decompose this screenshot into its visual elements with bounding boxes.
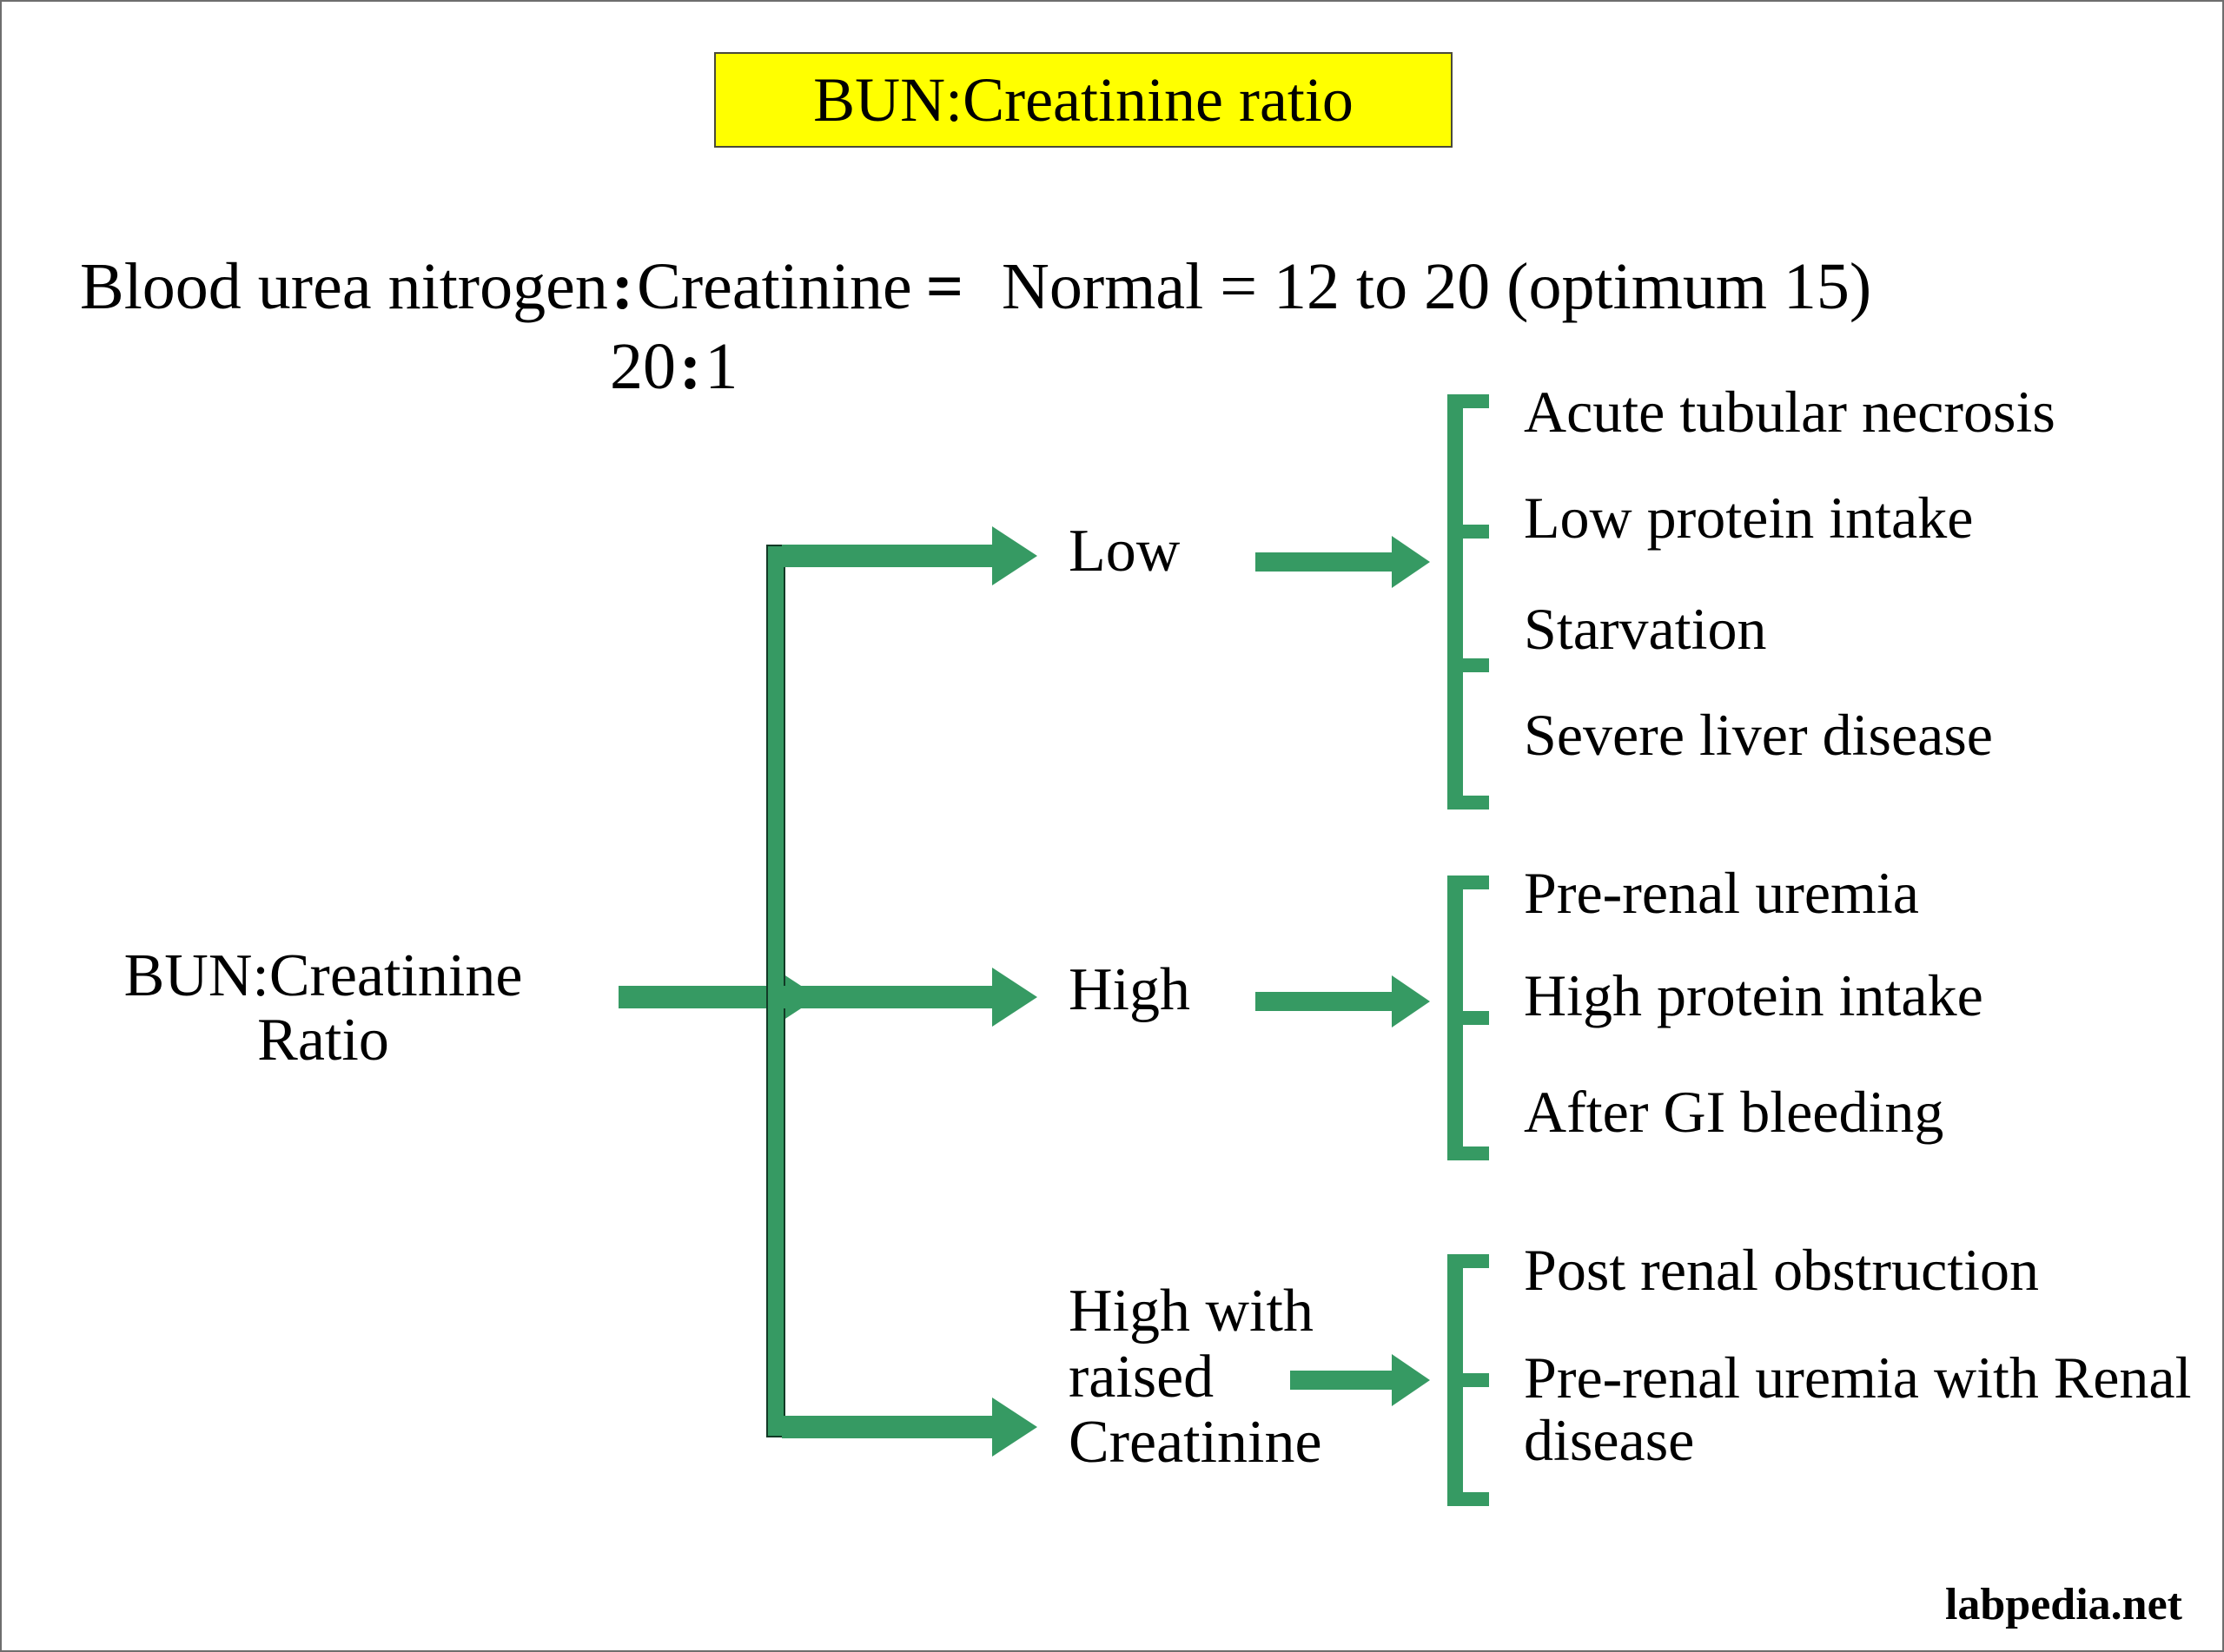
branch-highcreat-shaft — [782, 1416, 1015, 1438]
branch-highcreat-to-bracket-shaft — [1290, 1371, 1412, 1390]
bracket-highcreat-tick-2 — [1447, 1373, 1489, 1387]
bracket-highcreat-tick-3 — [1447, 1492, 1489, 1506]
branch-label-low: Low — [1069, 519, 1180, 585]
formula-denominator: Creatinine — [637, 250, 912, 323]
bracket-low-spine — [1447, 394, 1463, 809]
branch-low-line1: Low — [1069, 518, 1181, 585]
ratio-left-value: 20 — [610, 330, 676, 403]
branch-highcreat-line2: raised — [1069, 1343, 1215, 1411]
bracket-low-tick-3 — [1447, 658, 1489, 672]
branch-highcreat-arrowhead — [992, 1398, 1037, 1457]
branch-label-high: High — [1069, 957, 1190, 1023]
bracket-high — [1447, 876, 1505, 1160]
bracket-low-tick-4 — [1447, 796, 1489, 809]
bracket-low-tick-2 — [1447, 525, 1489, 539]
title-box: BUN:Creatinine ratio — [714, 52, 1453, 148]
page-title: BUN:Creatinine ratio — [813, 65, 1354, 135]
formula-ratio-row: 20 : 1 — [610, 334, 738, 429]
bracket-high-raised-creatinine — [1447, 1254, 1505, 1506]
branch-low-arrowhead — [992, 526, 1037, 585]
root-node-label: BUN:Creatinine Ratio — [36, 942, 610, 1074]
outcome-low-1: Acute tubular necrosis — [1524, 379, 2055, 445]
outcome-highcreat-1: Post renal obstruction — [1524, 1237, 2040, 1303]
formula-normal-range: Normal = 12 to 20 (optimum 15) — [1002, 250, 1872, 323]
root-label-line1: BUN:Creatinine — [123, 942, 523, 1009]
ratio-right-value: 1 — [705, 330, 738, 403]
formula-numerator: Blood urea nitrogen — [80, 250, 608, 323]
outcome-high-2: High protein intake — [1524, 962, 1983, 1028]
branch-label-high-raised-creatinine: High with raised Creatinine — [1069, 1279, 1381, 1476]
root-label-line2: Ratio — [257, 1007, 389, 1074]
outcome-highcreat-2: Pre-renal uremia with Renal disease — [1524, 1345, 2192, 1474]
branch-low-to-bracket-head — [1392, 536, 1430, 588]
bracket-low-tick-1 — [1447, 394, 1489, 408]
branch-high-to-bracket-head — [1392, 975, 1430, 1028]
branch-high-to-bracket-shaft — [1255, 992, 1412, 1011]
outcome-high-1: Pre-renal uremia — [1524, 860, 1919, 926]
branch-high-arrowhead — [992, 968, 1037, 1027]
branch-high-shaft — [782, 986, 1015, 1008]
outcome-low-2: Low protein intake — [1524, 485, 1974, 551]
branch-low-to-bracket-shaft — [1255, 552, 1412, 572]
ratio-colon: : — [679, 330, 702, 403]
branch-high-line1: High — [1069, 956, 1190, 1023]
bracket-high-tick-1 — [1447, 876, 1489, 889]
bracket-high-tick-3 — [1447, 1146, 1489, 1160]
formula-row: Blood urea nitrogen : Creatinine = Norma… — [80, 254, 2182, 367]
outcome-high-3: After GI bleeding — [1524, 1079, 1944, 1145]
branch-highcreat-to-bracket-head — [1392, 1354, 1430, 1406]
watermark: labpedia.net — [1944, 1580, 2182, 1629]
formula-colon: : — [611, 250, 634, 323]
bracket-highcreat-tick-1 — [1447, 1254, 1489, 1268]
branch-low-shaft — [782, 545, 1015, 567]
bracket-low — [1447, 394, 1505, 809]
outcome-low-3: Starvation — [1524, 596, 1767, 662]
outcome-low-4: Severe liver disease — [1524, 702, 1993, 768]
bracket-high-tick-2 — [1447, 1011, 1489, 1025]
branch-highcreat-line1: High with — [1069, 1278, 1314, 1345]
branch-highcreat-line3: Creatinine — [1069, 1409, 1322, 1477]
formula-equals: = — [925, 250, 964, 323]
